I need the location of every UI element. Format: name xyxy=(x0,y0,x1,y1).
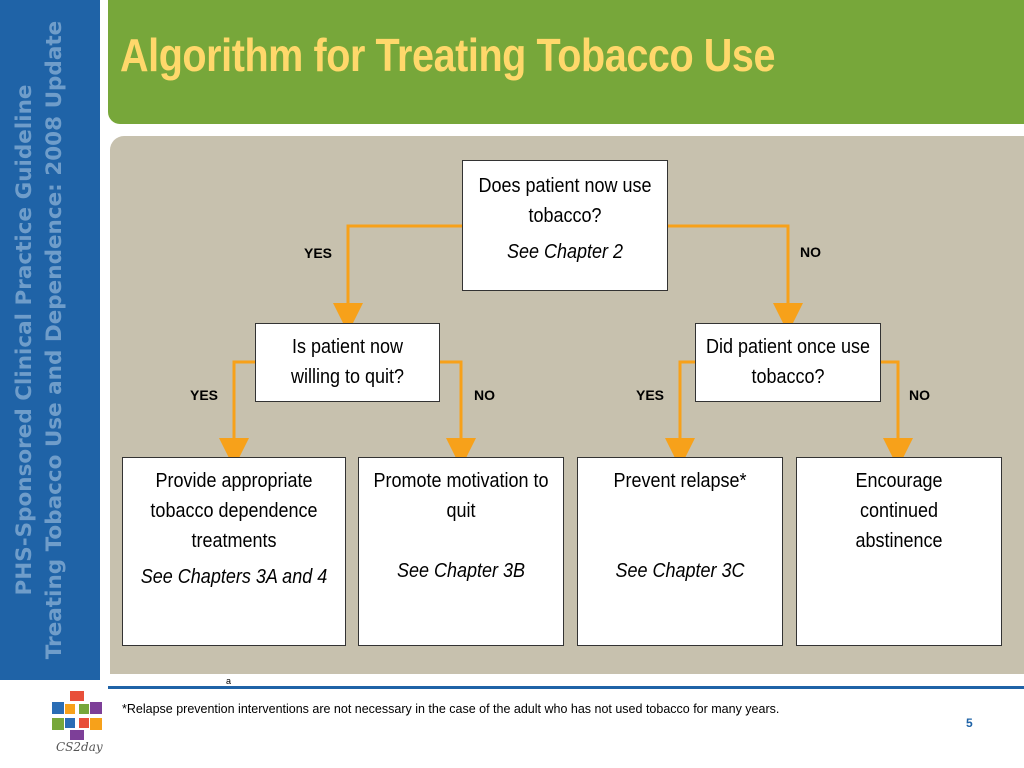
result-promote-motivation: Promote motivation to quit See Chapter 3… xyxy=(358,457,564,646)
question-uses-tobacco-ref: See Chapter 2 xyxy=(506,241,624,263)
result-prevent-relapse: Prevent relapse* See Chapter 3C xyxy=(577,457,783,646)
result-provide-treatments-text: Provide appropriate tobacco dependence t… xyxy=(150,470,318,552)
footer-rule xyxy=(108,686,1024,689)
label-q2-yes: YES xyxy=(190,387,219,403)
cs2day-logo-icon xyxy=(52,691,102,740)
page-number: 5 xyxy=(966,716,973,730)
logo-caption: CS2day xyxy=(56,740,103,754)
result-promote-motivation-ref: See Chapter 3B xyxy=(396,560,526,582)
sidebar: PHS-Sponsored Clinical Practice Guidelin… xyxy=(0,0,100,680)
sidebar-line-1: PHS-Sponsored Clinical Practice Guidelin… xyxy=(12,84,37,596)
result-provide-treatments-ref: See Chapters 3A and 4 xyxy=(140,566,328,588)
footer-mark: a xyxy=(226,676,232,686)
result-provide-treatments: Provide appropriate tobacco dependence t… xyxy=(122,457,346,646)
title-bar xyxy=(108,0,1024,124)
question-uses-tobacco-text: Does patient now use tobacco? xyxy=(478,175,652,227)
result-prevent-relapse-text: Prevent relapse* xyxy=(613,470,747,492)
question-willing-to-quit: Is patient now willing to quit? xyxy=(255,323,440,402)
question-willing-to-quit-text: Is patient now willing to quit? xyxy=(290,336,405,388)
question-once-used-tobacco-text: Did patient once use tobacco? xyxy=(705,336,871,388)
slide-title: Algorithm for Treating Tobacco Use xyxy=(120,29,776,81)
result-encourage-abstinence-text: Encourage continued abstinence xyxy=(855,470,943,552)
result-encourage-abstinence: Encourage continued abstinence xyxy=(796,457,1002,646)
footnote: *Relapse prevention interventions are no… xyxy=(122,702,780,716)
label-q3-yes: YES xyxy=(636,387,665,403)
result-promote-motivation-text: Promote motivation to quit xyxy=(373,470,549,522)
label-q1-no: NO xyxy=(800,244,821,260)
question-uses-tobacco: Does patient now use tobacco? See Chapte… xyxy=(462,160,668,291)
label-q1-yes: YES xyxy=(304,245,333,261)
sidebar-title: PHS-Sponsored Clinical Practice Guidelin… xyxy=(10,20,90,660)
sidebar-line-2: Treating Tobacco Use and Dependence: 200… xyxy=(42,20,67,660)
result-prevent-relapse-ref: See Chapter 3C xyxy=(615,560,745,582)
question-once-used-tobacco: Did patient once use tobacco? xyxy=(695,323,881,402)
label-q2-no: NO xyxy=(474,387,495,403)
label-q3-no: NO xyxy=(909,387,930,403)
